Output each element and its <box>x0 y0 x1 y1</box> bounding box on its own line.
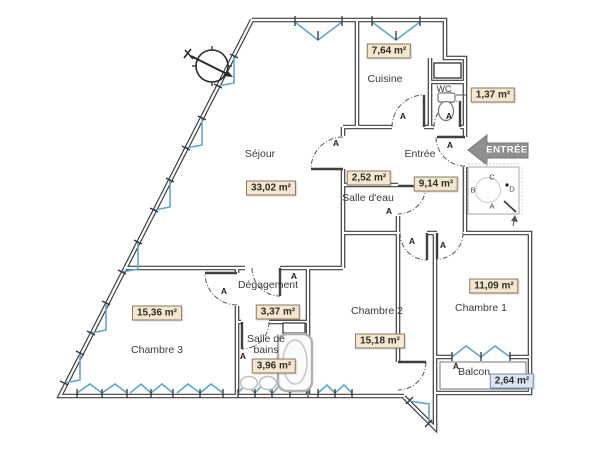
legend-letter-b: B <box>470 185 476 195</box>
room-name-wc: WC <box>436 84 452 94</box>
room-name-chambre3: Chambre 3 <box>131 344 183 356</box>
window-ticks <box>59 16 511 428</box>
door-legend <box>464 163 523 227</box>
area-label-entree: 9,14 m² <box>413 176 459 192</box>
door-arcs <box>204 94 466 391</box>
walls <box>56 17 533 434</box>
room-name-salle-deau: Salle d'eau <box>342 192 394 204</box>
door-label-cuisine: A <box>399 111 407 121</box>
sink-icons <box>239 375 278 391</box>
door-label-wc: A <box>445 111 453 121</box>
room-name-salle-de-bains: Salle de bains <box>247 332 285 356</box>
area-label-salle-de-bains: 3,96 m² <box>251 358 297 374</box>
door-label-chambre3: A <box>220 286 228 296</box>
door-label-chambre2: A <box>408 236 416 246</box>
room-name-degagement: Dégagement <box>237 279 299 291</box>
legend-letter-d: D <box>509 184 515 194</box>
toilet-icon <box>437 92 466 122</box>
door-label-chambre1: A <box>439 240 447 250</box>
door-label-entrance: A <box>446 140 454 150</box>
door-label-balcon: A <box>452 361 460 371</box>
door-label-salle-de-bains: A <box>239 351 247 361</box>
legend-letter-c: C <box>489 172 495 182</box>
compass-icon <box>183 46 233 86</box>
entry-arrow-label: ENTRÉE <box>486 144 528 156</box>
room-name-entree: Entrée <box>404 148 436 160</box>
bathroom-shelf <box>282 322 306 334</box>
area-label-salle-deau: 2,52 m² <box>346 170 392 186</box>
area-label-cuisine: 7,64 m² <box>366 43 412 59</box>
room-name-chambre2: Chambre 2 <box>351 305 403 317</box>
door-label-degagement: A <box>290 271 298 281</box>
area-label-wc: 1,37 m² <box>470 87 516 103</box>
area-label-chambre1: 11,09 m² <box>469 278 519 294</box>
area-label-sejour: 33,02 m² <box>245 180 297 196</box>
area-label-balcon: 2,64 m² <box>489 373 535 389</box>
area-label-chambre2: 15,18 m² <box>354 333 406 349</box>
legend-letter-a: A <box>489 201 495 211</box>
door-label-salle-deau: A <box>385 206 393 216</box>
door-leaves <box>205 95 465 364</box>
area-label-degagement: 3,37 m² <box>255 304 301 320</box>
room-name-chambre1: Chambre 1 <box>455 302 507 314</box>
area-label-chambre3: 15,36 m² <box>131 305 183 321</box>
room-name-balcon: Balcon <box>457 366 491 378</box>
room-name-cuisine: Cuisine <box>367 73 403 85</box>
door-label-sejour: A <box>332 138 340 148</box>
closet-box <box>433 62 462 79</box>
room-name-sejour: Séjour <box>244 148 276 160</box>
